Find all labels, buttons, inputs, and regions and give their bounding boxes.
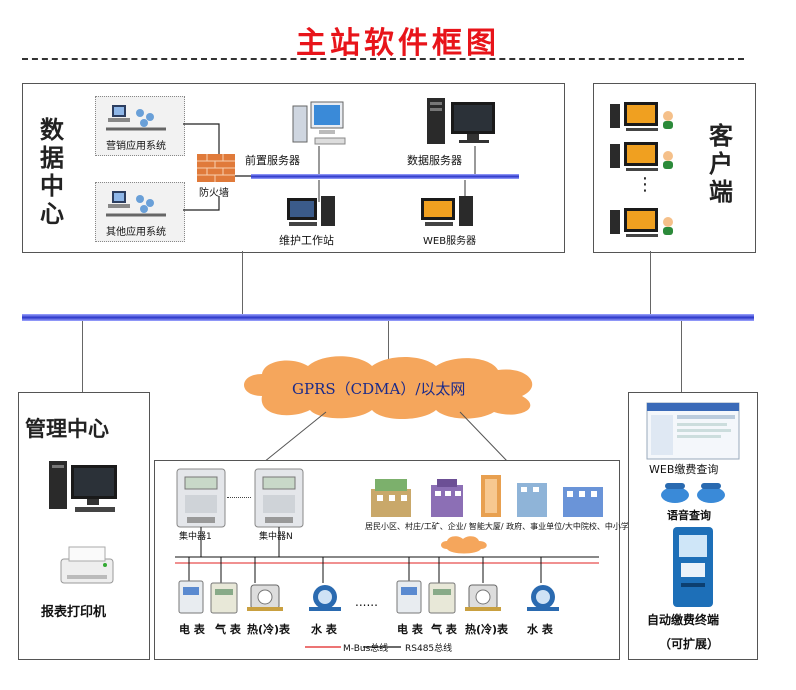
firewall-label: 防火墙 bbox=[199, 188, 229, 199]
concentrator-1-label: 集中器1 bbox=[179, 532, 212, 542]
electric-meter-icon bbox=[396, 580, 422, 614]
main-network-bus bbox=[22, 314, 754, 321]
client-char: 户 bbox=[709, 149, 733, 178]
marketing-system-label: 营销应用系统 bbox=[106, 141, 166, 152]
meters-ellipsis: ...... bbox=[355, 595, 378, 609]
other-system-node: 其他应用系统 bbox=[95, 182, 185, 242]
field-bus-lines bbox=[175, 527, 599, 648]
concentrator-icon bbox=[176, 468, 226, 528]
left-meter-icons bbox=[178, 580, 341, 614]
data-center-links bbox=[183, 123, 476, 211]
legend-mbus: M-Bus总线 bbox=[343, 644, 389, 654]
heat-meter-icon bbox=[247, 584, 283, 611]
payment-kiosk-icon bbox=[673, 527, 713, 607]
link-bus-extension bbox=[681, 321, 682, 393]
data-center-bus bbox=[251, 174, 519, 179]
client-computer-icon bbox=[610, 208, 673, 237]
link-datacenter-bus bbox=[242, 251, 243, 315]
client-computer-icon bbox=[610, 102, 673, 131]
legend-rs485: RS485总线 bbox=[405, 644, 453, 654]
web-query-label: WEB缴费查询 bbox=[649, 463, 719, 476]
water-meter-icon bbox=[527, 585, 559, 611]
web-server-icon bbox=[421, 196, 473, 226]
network-cloud-icon bbox=[244, 356, 533, 419]
concentrator-icon bbox=[254, 468, 304, 528]
gas-meter-icon bbox=[428, 582, 456, 614]
data-server-icon bbox=[427, 98, 495, 144]
web-server-label: WEB服务器 bbox=[423, 236, 477, 247]
voice-query-label: 语音查询 bbox=[667, 509, 711, 522]
meter-label: 电 表 bbox=[179, 623, 205, 636]
telephone-icon bbox=[661, 483, 725, 503]
data-center-label: 数 据 中 心 bbox=[37, 116, 67, 228]
client-computer-icon bbox=[610, 142, 673, 171]
printer-icon bbox=[60, 546, 114, 584]
data-center-char: 心 bbox=[40, 199, 64, 228]
front-server-icon bbox=[292, 101, 346, 145]
marketing-system-node: 营销应用系统 bbox=[95, 96, 185, 156]
client-char: 端 bbox=[709, 177, 733, 206]
client-char: 客 bbox=[709, 121, 733, 150]
computer-network-icon bbox=[106, 105, 166, 131]
other-system-label: 其他应用系统 bbox=[106, 227, 166, 238]
management-title: 管理中心 bbox=[25, 416, 109, 441]
concentrator-n-label: 集中器N bbox=[259, 532, 293, 542]
meter-label: 水 表 bbox=[311, 623, 337, 636]
management-box: 管理中心 报表打印机 bbox=[18, 392, 150, 660]
government-building-icon bbox=[563, 487, 603, 517]
buildings-icon bbox=[371, 475, 603, 517]
link-client-bus bbox=[650, 251, 651, 315]
school-building-icon bbox=[517, 483, 547, 517]
maintenance-station-icon bbox=[287, 196, 335, 226]
water-meter-icon bbox=[309, 585, 341, 611]
link-bus-management bbox=[82, 321, 83, 393]
title-divider bbox=[22, 58, 744, 60]
small-cloud-icon bbox=[441, 536, 487, 554]
printer-label: 报表打印机 bbox=[41, 605, 107, 620]
meter-label: 电 表 bbox=[397, 623, 423, 636]
meter-label: 水 表 bbox=[527, 623, 553, 636]
buildings-caption: 居民小区、村庄/工矿、企业/ 智能大厦/ 政府、事业单位/大中院校、中小学... bbox=[365, 522, 637, 531]
client-computers bbox=[610, 102, 673, 237]
expandable-label: （可扩展） bbox=[659, 637, 720, 651]
data-center-char: 据 bbox=[40, 143, 64, 172]
data-center-char: 数 bbox=[40, 115, 64, 144]
network-cloud-label: GPRS（CDMA）/以太网 bbox=[292, 380, 466, 398]
link-bus-cloud bbox=[388, 321, 389, 363]
office-building-icon bbox=[431, 479, 463, 517]
residential-building-icon bbox=[371, 479, 411, 517]
client-more-dots: ⋮ bbox=[636, 174, 654, 195]
right-meter-icons bbox=[396, 580, 559, 614]
extension-box: WEB缴费查询 语音查询 自动缴费终端 （可扩展） bbox=[628, 392, 758, 660]
meter-label: 气 表 bbox=[215, 623, 241, 636]
tower-building-icon bbox=[481, 475, 501, 517]
front-server-label: 前置服务器 bbox=[245, 154, 300, 167]
firewall-icon bbox=[197, 154, 235, 182]
concentrator-dotted-link bbox=[227, 497, 251, 498]
meter-label: 热(冷)表 bbox=[247, 623, 291, 636]
client-label: 客 户 端 bbox=[706, 122, 736, 206]
client-box: ⋮ 客 户 端 bbox=[593, 83, 756, 253]
electric-meter-icon bbox=[178, 580, 204, 614]
meter-label: 热(冷)表 bbox=[465, 623, 509, 636]
data-server-label: 数据服务器 bbox=[407, 154, 462, 167]
management-computer-icon bbox=[49, 461, 117, 512]
meter-label: 气 表 bbox=[431, 623, 457, 636]
page-title: 主站软件框图 bbox=[296, 26, 500, 61]
maintenance-station-label: 维护工作站 bbox=[279, 234, 334, 247]
heat-meter-icon bbox=[465, 584, 501, 611]
gas-meter-icon bbox=[210, 582, 238, 614]
data-center-box: 数 据 中 心 营销应用系统 其他应用系统 bbox=[22, 83, 565, 253]
field-devices-box: 集中器1 集中器N 居民小区、村庄/工矿、企业/ 智能大厦/ 政府、事业单位/大… bbox=[154, 460, 637, 660]
kiosk-label: 自动缴费终端 bbox=[647, 613, 720, 627]
data-center-char: 中 bbox=[40, 171, 64, 200]
computer-network-icon bbox=[106, 191, 166, 217]
web-page-icon bbox=[646, 402, 740, 460]
